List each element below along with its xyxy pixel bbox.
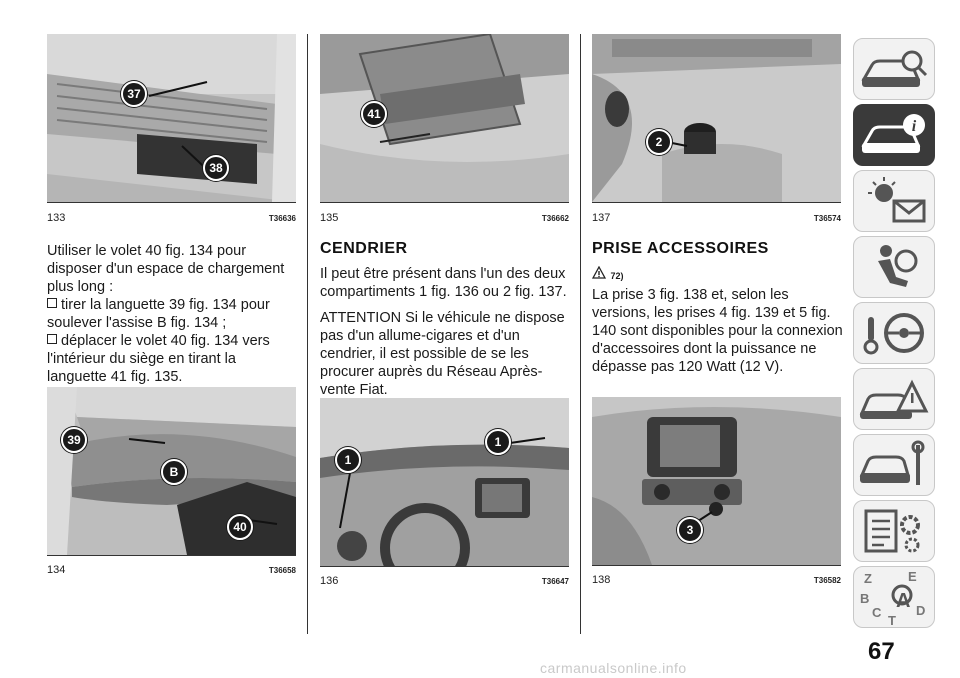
tab-vehicle-info[interactable]: i bbox=[853, 104, 935, 166]
page-number: 67 bbox=[868, 638, 895, 665]
figure-code: T36574 bbox=[813, 214, 841, 223]
callout-1-right: 1 bbox=[485, 429, 511, 455]
callout-B: B bbox=[161, 459, 187, 485]
section-heading-prise-accessoires: PRISE ACCESSOIRES bbox=[592, 240, 769, 257]
tab-starting-driving[interactable] bbox=[853, 302, 935, 364]
warning-lights-message-icon bbox=[868, 177, 926, 223]
bullet-text: déplacer le volet 40 fig. 134 vers l'int… bbox=[47, 333, 270, 385]
tab-technical-data[interactable] bbox=[853, 500, 935, 562]
figure-number: 137 bbox=[592, 212, 611, 224]
warning-triangle-icon bbox=[591, 265, 607, 279]
car-info-icon: i bbox=[861, 114, 925, 153]
column-2-text: Il peut être présent dans l'un des deux … bbox=[320, 265, 572, 407]
column-3-text: La prise 3 fig. 138 et, selon les versio… bbox=[592, 286, 844, 384]
figure-code: T36636 bbox=[268, 214, 296, 223]
figure-code: T36662 bbox=[541, 214, 569, 223]
paragraph: ATTENTION Si le véhicule ne dispose pas … bbox=[320, 310, 565, 398]
tab-emergency[interactable] bbox=[853, 368, 935, 430]
car-maintenance-icon bbox=[859, 440, 925, 485]
figure-number: 136 bbox=[320, 575, 339, 587]
callout-41: 41 bbox=[361, 101, 387, 127]
callout-2: 2 bbox=[646, 129, 672, 155]
figure-number: 135 bbox=[320, 212, 339, 224]
figure-code: T36647 bbox=[541, 577, 569, 586]
seat-airbag-icon bbox=[878, 245, 918, 287]
index-letters-icon: Z E B A C D T bbox=[860, 569, 925, 628]
figure-133-image bbox=[47, 34, 296, 203]
checkbox-bullet-icon bbox=[47, 298, 57, 308]
tab-knowing-your-vehicle[interactable] bbox=[853, 38, 935, 100]
figure-137-image bbox=[592, 34, 841, 203]
technical-data-icon bbox=[864, 509, 920, 553]
car-search-icon bbox=[861, 50, 928, 87]
column-divider bbox=[307, 34, 308, 634]
tab-safety[interactable] bbox=[853, 236, 935, 298]
bullet-item: déplacer le volet 40 fig. 134 vers l'int… bbox=[47, 332, 299, 386]
callout-39: 39 bbox=[61, 427, 87, 453]
paragraph: Utiliser le volet 40 fig. 134 pour dispo… bbox=[47, 243, 285, 295]
section-heading-cendrier: CENDRIER bbox=[320, 240, 408, 257]
warning-ref-number: 72) bbox=[610, 271, 624, 281]
tab-index[interactable]: Z E B A C D T bbox=[853, 566, 935, 628]
column-divider bbox=[580, 34, 581, 634]
figure-number: 133 bbox=[47, 212, 66, 224]
tab-warning-lights[interactable] bbox=[853, 170, 935, 232]
car-breakdown-icon bbox=[859, 379, 929, 419]
figure-138-image bbox=[592, 397, 841, 566]
callout-37: 37 bbox=[121, 81, 147, 107]
callout-1-left: 1 bbox=[335, 447, 361, 473]
callout-40: 40 bbox=[227, 514, 253, 540]
warning-reference: 72) bbox=[591, 264, 624, 281]
figure-code: T36582 bbox=[813, 576, 841, 585]
index-letter: E bbox=[908, 569, 917, 584]
figure-number: 138 bbox=[592, 574, 611, 586]
paragraph: Il peut être présent dans l'un des deux … bbox=[320, 266, 567, 300]
column-1-text: Utiliser le volet 40 fig. 134 pour dispo… bbox=[47, 242, 299, 386]
callout-3: 3 bbox=[677, 517, 703, 543]
index-letter: A bbox=[896, 590, 910, 612]
index-letter: T bbox=[888, 613, 896, 627]
paragraph: La prise 3 fig. 138 et, selon les versio… bbox=[592, 287, 843, 375]
index-letter: D bbox=[916, 603, 925, 618]
bullet-text: tirer la languette 39 fig. 134 pour soul… bbox=[47, 297, 270, 331]
index-letter: Z bbox=[864, 571, 872, 586]
checkbox-bullet-icon bbox=[47, 334, 57, 344]
footer-watermark: carmanualsonline.info bbox=[540, 660, 687, 676]
index-letter: B bbox=[860, 591, 869, 606]
bullet-item: tirer la languette 39 fig. 134 pour soul… bbox=[47, 296, 299, 332]
callout-38: 38 bbox=[203, 155, 229, 181]
svg-text:i: i bbox=[912, 118, 917, 135]
figure-code: T36658 bbox=[268, 566, 296, 575]
tab-maintenance[interactable] bbox=[853, 434, 935, 496]
key-steering-wheel-icon bbox=[863, 313, 924, 355]
figure-135-image bbox=[320, 34, 569, 203]
figure-number: 134 bbox=[47, 564, 66, 576]
index-letter: C bbox=[872, 605, 882, 620]
figure-136-image bbox=[320, 398, 569, 567]
